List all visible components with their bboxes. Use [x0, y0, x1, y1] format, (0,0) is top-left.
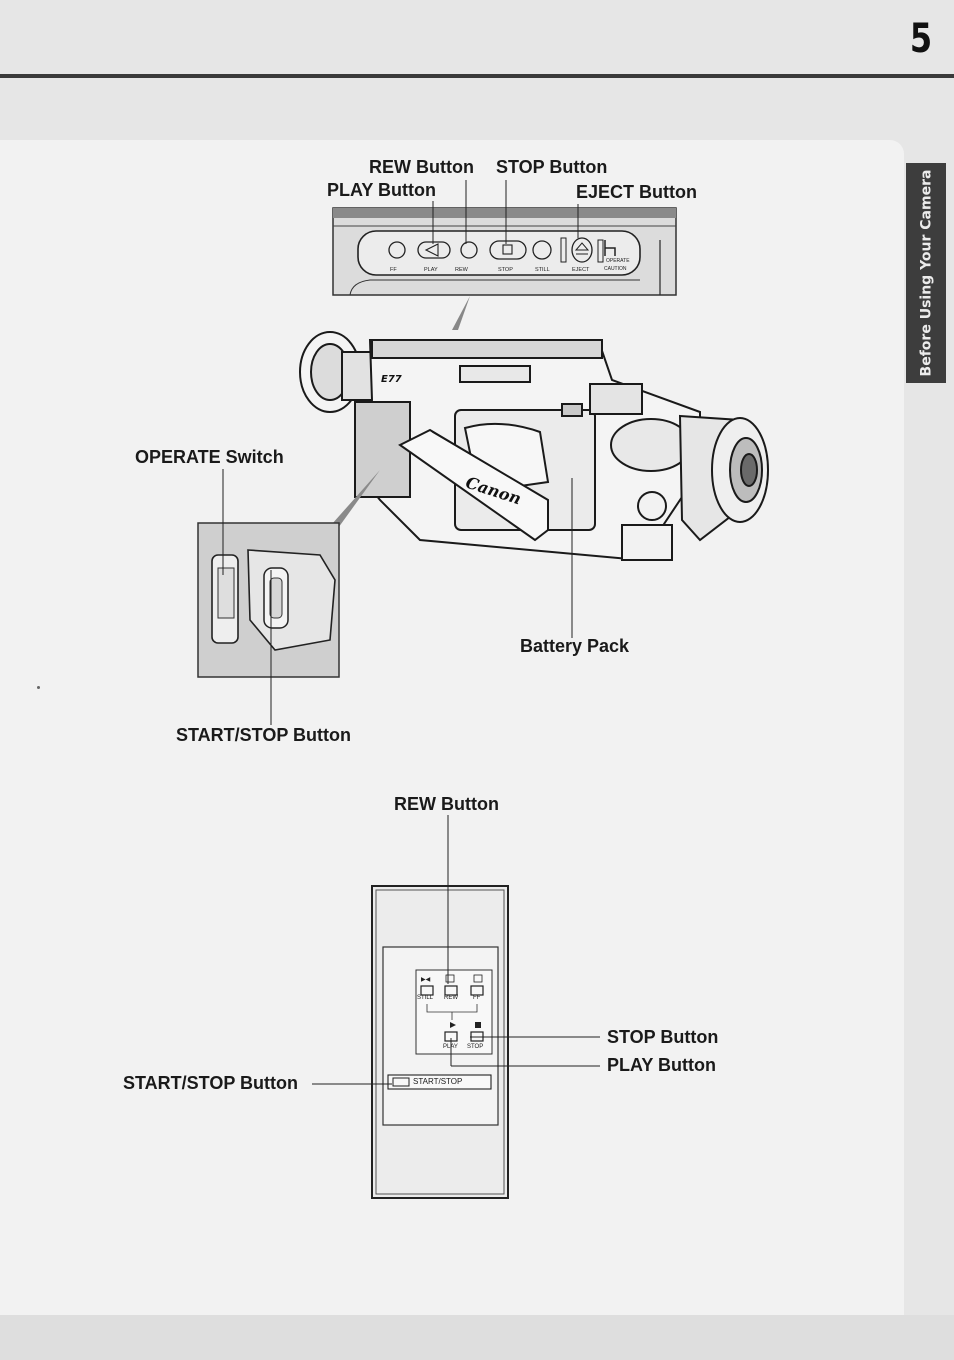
model-badge: E77	[381, 374, 402, 385]
svg-text:CAUTION: CAUTION	[604, 266, 627, 272]
svg-text:PLAY: PLAY	[424, 267, 438, 273]
callout-eject-button: EJECT Button	[576, 182, 697, 202]
svg-text:REW: REW	[455, 267, 469, 273]
operate-switch-inset	[197, 522, 340, 678]
remote-key-stop-label: STOP	[467, 1044, 484, 1050]
svg-text:STOP: STOP	[498, 267, 513, 273]
callout-stop-button: STOP Button	[496, 157, 608, 177]
remote-key-rew-label: REW	[444, 995, 458, 1001]
callout-remote-start-stop: START/STOP Button	[123, 1073, 298, 1093]
page-number: 5	[909, 16, 933, 62]
callout-play-button: PLAY Button	[327, 180, 437, 200]
footer-band	[0, 1315, 954, 1360]
leader-lines	[222, 180, 600, 1085]
callout-battery-pack: Battery Pack	[520, 636, 630, 656]
remote-key-still-label: STILL	[417, 995, 434, 1001]
remote-key-play-label: PLAY	[443, 1044, 458, 1050]
print-speck	[37, 686, 40, 689]
svg-text:STILL: STILL	[535, 267, 550, 273]
remote-control-illustration: ▶◀	[371, 885, 509, 1199]
camcorder-illustration: Canon E77	[299, 331, 769, 562]
svg-text:OPERATE: OPERATE	[606, 258, 630, 264]
svg-text:FF: FF	[390, 267, 397, 273]
callout-start-stop-camera: START/STOP Button	[176, 725, 351, 745]
callout-remote-stop: STOP Button	[607, 1027, 719, 1047]
svg-text:EJECT: EJECT	[572, 267, 590, 273]
callout-rew-button: REW Button	[369, 157, 474, 177]
header-rule	[0, 74, 954, 78]
remote-key-start-stop-label: START/STOP	[413, 1077, 463, 1086]
control-panel-inset: FF PLAY REW STOP STILL EJECT OPERATE CAU…	[332, 207, 677, 296]
svg-text:▶◀: ▶◀	[421, 977, 431, 983]
callout-remote-play: PLAY Button	[607, 1055, 717, 1075]
callout-remote-rew: REW Button	[394, 794, 499, 814]
callout-operate-switch: OPERATE Switch	[135, 447, 284, 467]
section-tab: Before Using Your Camera	[906, 163, 946, 383]
remote-key-ff-label: FF	[473, 995, 481, 1001]
